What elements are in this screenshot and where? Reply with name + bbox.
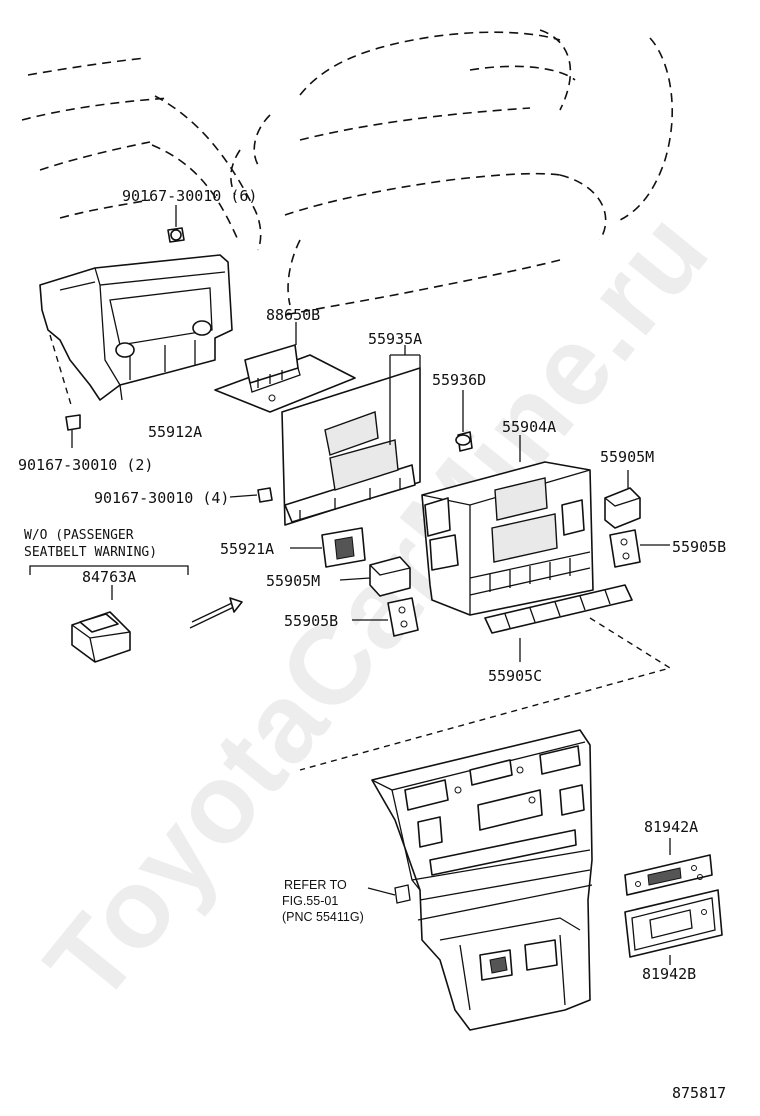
note-bracket <box>29 565 189 600</box>
bracket-55912a <box>39 254 233 409</box>
screw-90167-6 <box>167 205 185 243</box>
label-55905b-left: 55905B <box>284 612 338 630</box>
label-55936d: 55936D <box>432 371 486 389</box>
label-55904a: 55904A <box>502 418 556 436</box>
knob-55905b-left <box>352 597 419 637</box>
label-84763a: 84763A <box>82 568 136 586</box>
label-55921a: 55921A <box>220 540 274 558</box>
dashboard-outline <box>21 29 674 316</box>
refer-line-2: FIG.55-01 <box>282 894 338 908</box>
screw-90167-2 <box>65 414 81 448</box>
refer-line-3: (PNC 55411G) <box>282 910 364 924</box>
label-81942a: 81942A <box>644 818 698 836</box>
label-screw-2: 90167-30010 (2) <box>18 456 153 474</box>
note-line-1: W/O (PASSENGER <box>24 528 134 543</box>
circuit-board-88650b <box>214 322 356 413</box>
knob-55905m-left <box>339 556 411 597</box>
arrow-icon <box>189 597 243 629</box>
note-line-2: SEATBELT WARNING) <box>24 545 157 560</box>
label-55905m-left: 55905M <box>266 572 320 590</box>
label-bracket-55912a: 55912A <box>148 423 202 441</box>
label-55905c: 55905C <box>488 667 542 685</box>
label-55935a: 55935A <box>368 330 422 348</box>
screw-90167-4 <box>229 487 273 503</box>
connector-55921a <box>290 527 366 568</box>
label-88650b: 88650B <box>266 306 320 324</box>
part-labels: 90167-30010 (6) 90167-30010 (2) 90167-30… <box>18 187 726 1102</box>
label-screw-6: 90167-30010 (6) <box>122 187 257 205</box>
control-unit-55904a <box>421 435 594 616</box>
panel-55935a <box>281 345 421 526</box>
refer-line-1: REFER TO <box>284 878 347 892</box>
label-55905b-right: 55905B <box>672 538 726 556</box>
plate-81942a <box>624 838 713 896</box>
knob-55905b-right <box>609 529 670 568</box>
center-bezel <box>367 729 593 1031</box>
bulb-55936d <box>455 390 473 452</box>
switch-84763a <box>71 611 131 663</box>
plate-81942b <box>624 889 723 965</box>
knob-55905m-right <box>604 470 641 529</box>
figure-number: 875817 <box>672 1084 726 1102</box>
knob-strip-55905c <box>299 584 672 771</box>
label-55905m-right: 55905M <box>600 448 654 466</box>
label-81942b: 81942B <box>642 965 696 983</box>
label-screw-4: 90167-30010 (4) <box>94 489 229 507</box>
